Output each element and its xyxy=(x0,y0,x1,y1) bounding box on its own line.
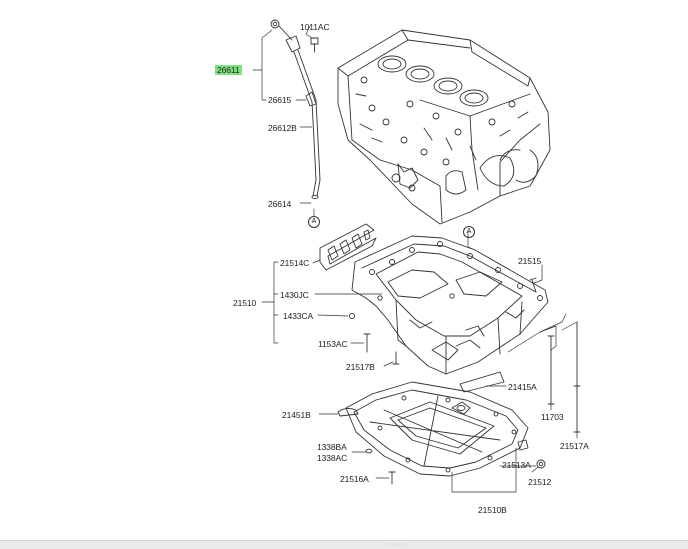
part-label-21415a[interactable]: 21415A xyxy=(508,382,537,392)
grip-handle-icon[interactable]: :::::::: xyxy=(386,542,408,548)
part-label-21516a[interactable]: 21516A xyxy=(340,474,369,484)
part-label-21512[interactable]: 21512 xyxy=(528,477,552,487)
part-label-26614[interactable]: 26614 xyxy=(268,199,292,209)
part-label-1433ca[interactable]: 1433CA xyxy=(283,311,314,321)
part-label-21451b[interactable]: 21451B xyxy=(282,410,311,420)
part-label-21514c[interactable]: 21514C xyxy=(280,258,310,268)
baffle-plate-drawing xyxy=(459,371,505,393)
part-label-1011ac[interactable]: 1011AC xyxy=(300,22,330,32)
part-label-21510b[interactable]: 21510B xyxy=(478,505,507,515)
part-label-1153ac[interactable]: 1153AC xyxy=(318,339,348,349)
part-label-21517b[interactable]: 21517B xyxy=(346,362,375,372)
part-label-26615[interactable]: 26615 xyxy=(268,95,292,105)
part-label-21510[interactable]: 21510 xyxy=(233,298,257,308)
part-label-26612b[interactable]: 26612B xyxy=(268,123,297,133)
part-label-1338ba[interactable]: 1338BA xyxy=(317,442,347,452)
horizontal-scrollbar[interactable]: :::::::: xyxy=(0,540,688,549)
gasket-drawing xyxy=(319,223,377,271)
part-label-26611[interactable]: 26611 xyxy=(215,65,242,75)
part-label-1430jc[interactable]: 1430JC xyxy=(280,290,309,300)
part-label-1338ac[interactable]: 1338AC xyxy=(317,453,348,463)
cylinder-block-drawing xyxy=(337,29,551,225)
lower-oil-pan-drawing xyxy=(345,381,529,477)
part-label-11703[interactable]: 11703 xyxy=(541,412,564,422)
part-label-21513a[interactable]: 21513A xyxy=(502,460,531,470)
part-label-21517a[interactable]: 21517A xyxy=(560,441,589,451)
upper-oil-pan-drawing xyxy=(351,235,549,375)
reference-mark-a: A xyxy=(463,226,475,238)
leader-lines xyxy=(252,25,578,493)
dipstick-drawing xyxy=(270,19,321,200)
reference-mark-a: A xyxy=(308,216,320,228)
part-label-21515[interactable]: 21515 xyxy=(518,256,542,266)
